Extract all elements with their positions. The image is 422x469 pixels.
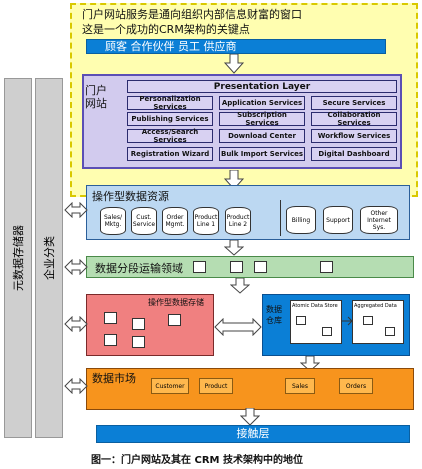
staging-item [193, 261, 206, 273]
down-arrow-icon [230, 278, 250, 294]
top-caption-line1: 门户网站服务是通向组织内部信息财富的窗口 [82, 8, 302, 21]
presentation-layer: Presentation Layer [127, 80, 397, 93]
staging-item [320, 261, 333, 273]
service-box: Registration Wizard [127, 147, 213, 161]
service-box: Access/Search Services [127, 128, 213, 144]
source-cylinder: Order Mgmt. [162, 207, 188, 235]
atomic-item [296, 316, 306, 325]
divider [280, 200, 281, 236]
access-layer: 接触层 [96, 425, 410, 443]
double-arrow-icon [64, 202, 88, 218]
ods-title: 操作型数据存储 [148, 298, 204, 307]
mart-item: Customer [151, 378, 189, 394]
data-marts-title: 数据市场 [92, 372, 136, 385]
source-cylinder: Other Internet Sys. [360, 206, 398, 234]
service-box: Download Center [219, 129, 305, 143]
double-arrow-icon [64, 316, 88, 332]
down-arrow-icon [224, 170, 244, 190]
service-box: Subscription Services [219, 111, 305, 127]
atomic-store [290, 300, 342, 344]
service-box: Publishing Services [127, 112, 213, 126]
double-arrow-icon [64, 259, 88, 275]
aggregated-store [352, 300, 404, 344]
down-arrow-icon [224, 54, 244, 74]
staging-item [230, 261, 243, 273]
service-box: Personalization Services [127, 95, 213, 111]
mart-item: Orders [339, 378, 373, 394]
service-box: Bulk Import Services [219, 147, 305, 161]
atomic-item [322, 327, 332, 336]
source-cylinder: Product Line 1 [193, 207, 219, 235]
ods-item [132, 336, 145, 348]
top-caption-line2: 这是一个成功的CRM架构的关键点 [82, 23, 250, 36]
source-cylinder: Support [323, 206, 353, 234]
source-cylinder: Sales/ Mktg. [100, 207, 126, 235]
warehouse-title: 数据仓库 [266, 305, 282, 325]
ods-item [132, 318, 145, 330]
mart-item: Product [199, 378, 233, 394]
double-arrow-icon [64, 378, 88, 394]
double-arrow-icon [214, 318, 262, 336]
service-box: Digital Dashboard [311, 147, 397, 161]
metadata-store-bar [4, 78, 32, 438]
service-box: Application Services [219, 96, 305, 110]
down-arrow-icon [300, 356, 320, 372]
metadata-store-label: 元数据存储器 [12, 225, 25, 291]
figure-caption: 图一：门户网站及其在 CRM 技术架构中的地位 [91, 455, 303, 466]
ods-item [104, 334, 117, 346]
audience-bar: 顾客 合作伙伴 员工 供应商 [86, 39, 386, 54]
service-box: Collaboration Services [311, 111, 397, 127]
atomic-store-label: Atomic Data Store [292, 303, 338, 309]
taxonomy-label: 企业分类 [43, 236, 56, 280]
staging-title: 数据分段运输领域 [95, 262, 183, 275]
down-arrow-icon [224, 240, 244, 256]
ods-item [104, 312, 117, 324]
staging-item [254, 261, 267, 273]
service-box: Workflow Services [311, 129, 397, 143]
source-cylinder: Product Line 2 [225, 207, 251, 235]
aggregated-item [363, 316, 373, 325]
right-arrow-icon [342, 316, 353, 326]
portal-label: 门户 网站 [85, 84, 107, 110]
aggregated-store-label: Aggregated Data [354, 303, 397, 309]
source-cylinder: Cust. Service [131, 207, 157, 235]
operational-title: 操作型数据资源 [92, 190, 169, 203]
taxonomy-bar [35, 78, 63, 438]
down-arrow-icon [240, 408, 260, 426]
mart-item: Sales [285, 378, 315, 394]
service-box: Secure Services [311, 96, 397, 110]
aggregated-item [385, 327, 395, 336]
ods-item [168, 314, 181, 326]
source-cylinder: Billing [286, 206, 316, 234]
